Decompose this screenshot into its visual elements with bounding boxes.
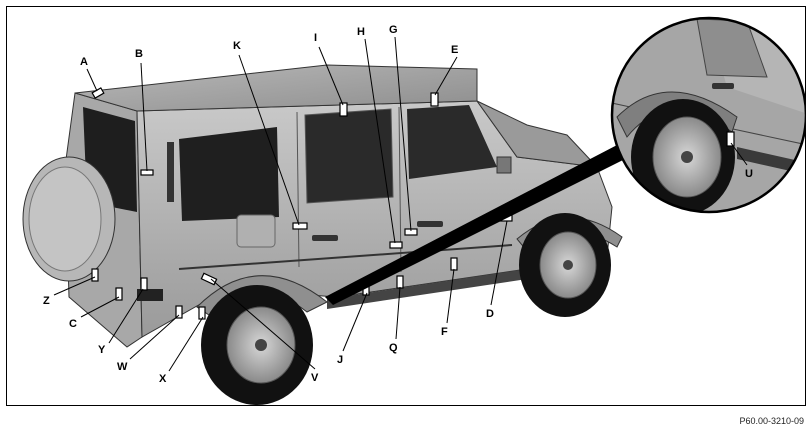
label-c: C: [69, 318, 77, 330]
rear-wheel: [201, 285, 313, 405]
label-u: U: [745, 168, 753, 180]
label-g: G: [389, 24, 398, 36]
label-f: F: [441, 326, 448, 338]
magnified-inset: [610, 16, 805, 214]
label-b: B: [135, 48, 143, 60]
letter-labels: A B K I H G E Z C Y W X V J Q F D U: [43, 24, 753, 385]
label-h: H: [357, 26, 365, 38]
spare-wheel: [22, 156, 116, 282]
label-w: W: [117, 361, 128, 373]
leader-lines: [53, 36, 748, 372]
label-z: Z: [43, 295, 50, 307]
vehicle-diagram: A B K I H G E Z C Y W X V J Q F D U: [22, 16, 805, 405]
label-k: K: [233, 40, 241, 52]
sensor-markers: [91, 87, 513, 320]
label-d: D: [486, 308, 494, 320]
label-e: E: [451, 44, 458, 56]
diagram-frame: A B K I H G E Z C Y W X V J Q F D U: [6, 6, 806, 406]
label-j: J: [337, 354, 343, 366]
figure-reference-code: P60.00-3210-09: [739, 416, 804, 426]
label-x: X: [159, 373, 167, 385]
front-wheel: [519, 213, 611, 317]
label-a: A: [80, 56, 88, 68]
callout-wedge: [325, 144, 627, 305]
vehicle-body: [64, 64, 623, 348]
label-y: Y: [98, 344, 106, 356]
label-v: V: [311, 372, 319, 384]
label-q: Q: [389, 342, 398, 354]
label-i: I: [314, 32, 317, 44]
